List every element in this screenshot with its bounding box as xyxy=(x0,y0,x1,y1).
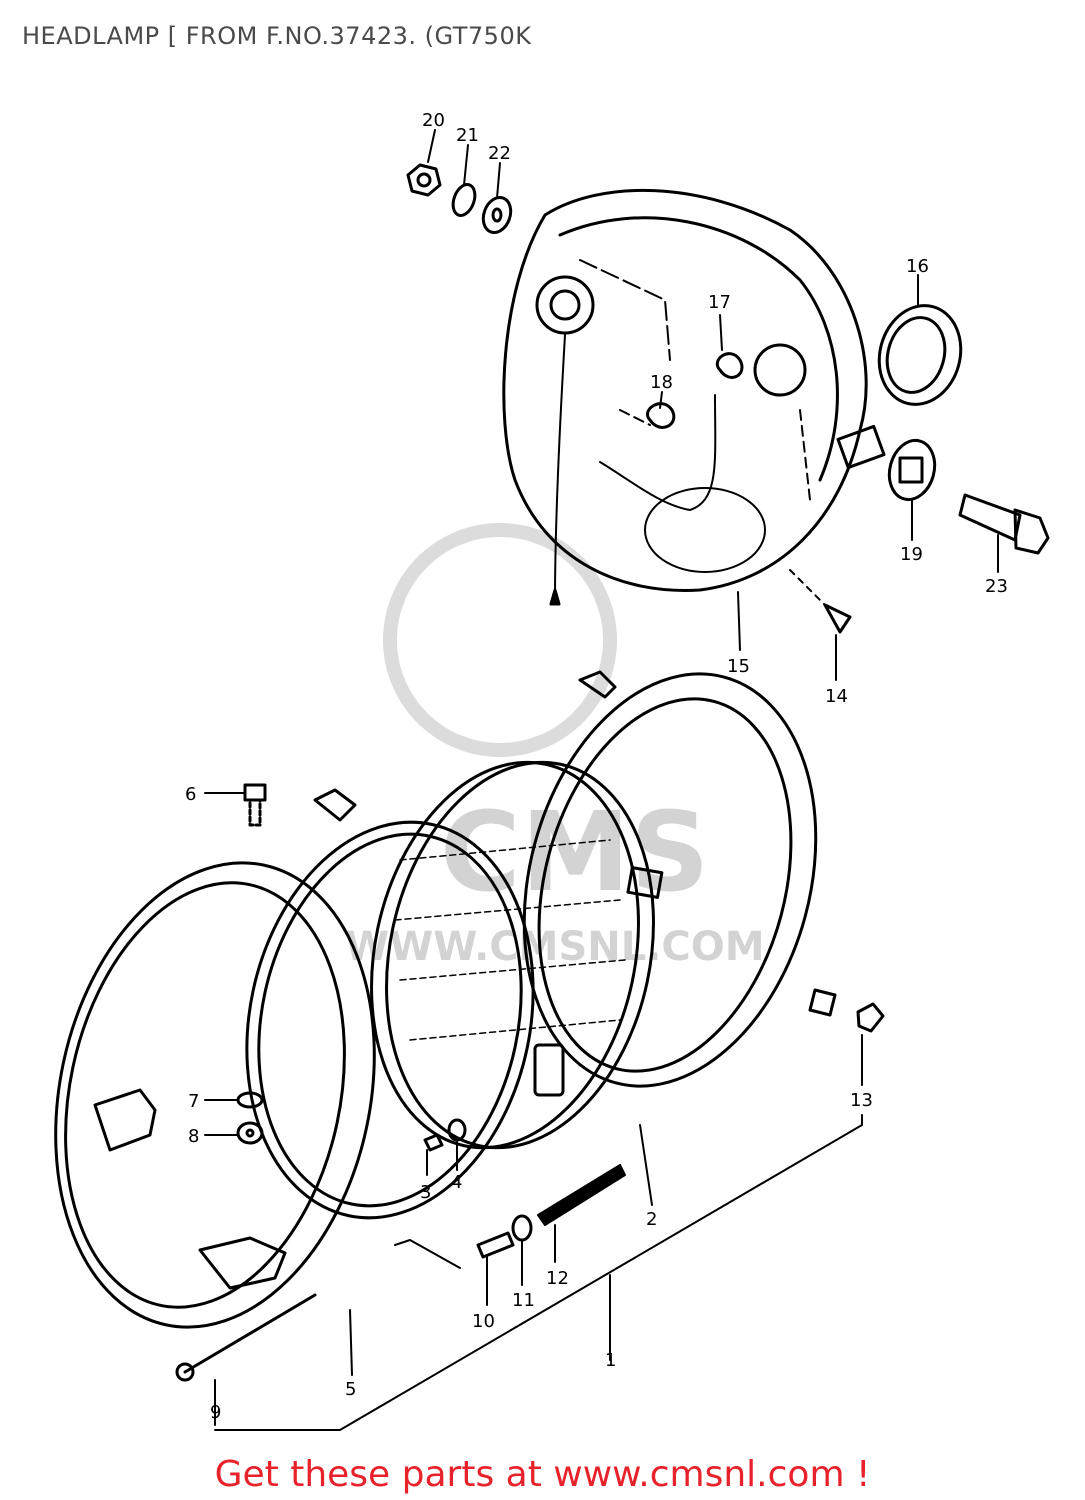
headlamp-rim xyxy=(54,861,376,1329)
adjusting-screw-9 xyxy=(175,1293,317,1382)
callout-10: 10 xyxy=(472,1311,495,1332)
screw-14 xyxy=(789,569,852,634)
callout-17: 17 xyxy=(708,292,731,313)
callout-1: 1 xyxy=(605,1350,616,1371)
screw-3 xyxy=(423,1133,444,1152)
bolt-23 xyxy=(958,493,1050,555)
diagram-title: HEADLAMP [ FROM F.NO.37423. (GT750K xyxy=(22,22,532,50)
headlamp-housing xyxy=(502,188,886,606)
washer-22 xyxy=(481,196,513,234)
callout-22: 22 xyxy=(488,143,511,164)
bushing-19 xyxy=(887,438,937,502)
nut-13 xyxy=(856,1002,885,1033)
nut-20 xyxy=(406,163,442,197)
callout-18: 18 xyxy=(650,372,673,393)
callout-11: 11 xyxy=(512,1290,535,1311)
callout-5: 5 xyxy=(345,1379,356,1400)
mounting-case xyxy=(522,670,837,1088)
callout-13: 13 xyxy=(850,1090,873,1111)
grommet-16 xyxy=(877,304,963,406)
nut-8 xyxy=(236,1121,264,1145)
spring-12 xyxy=(537,1164,626,1226)
callout-7: 7 xyxy=(188,1091,199,1112)
callout-14: 14 xyxy=(825,686,848,707)
callout-23: 23 xyxy=(985,576,1008,597)
callout-6: 6 xyxy=(185,784,196,805)
washer-21 xyxy=(451,183,477,217)
watermark: CMS WWW.CMSNL.COM xyxy=(345,523,765,970)
callout-15: 15 xyxy=(727,656,750,677)
callout-16: 16 xyxy=(906,256,929,277)
callout-19: 19 xyxy=(900,544,923,565)
leader-lines xyxy=(204,129,999,1431)
callout-21: 21 xyxy=(456,125,479,146)
footer-link-text[interactable]: Get these parts at www.cmsnl.com ! xyxy=(214,1454,871,1495)
nut-4 xyxy=(447,1118,467,1142)
callout-20: 20 xyxy=(422,110,445,131)
washer-11 xyxy=(511,1214,533,1242)
callout-8: 8 xyxy=(188,1126,199,1147)
watermark-url: WWW.CMSNL.COM xyxy=(345,924,765,970)
callout-12: 12 xyxy=(546,1268,569,1289)
callout-labels: 20 21 22 16 17 18 19 23 15 14 6 13 7 8 3… xyxy=(185,110,1008,1423)
collar-10 xyxy=(476,1231,515,1259)
callout-3: 3 xyxy=(420,1182,431,1203)
callout-4: 4 xyxy=(451,1172,462,1193)
screw-6 xyxy=(243,783,267,827)
callout-9: 9 xyxy=(210,1402,221,1423)
callout-2: 2 xyxy=(646,1209,657,1230)
retaining-ring xyxy=(245,788,535,1220)
